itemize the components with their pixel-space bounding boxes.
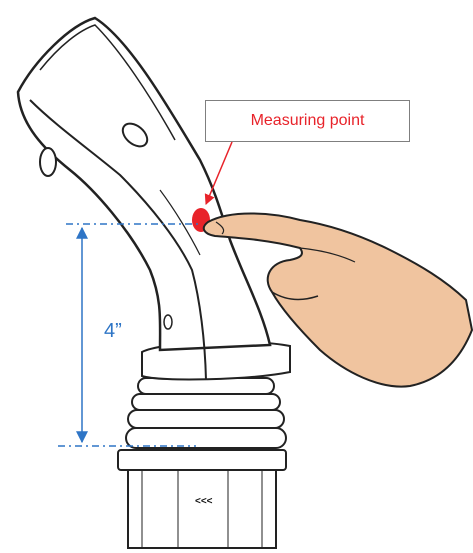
grip-side-line [159, 189, 201, 256]
joystick-grip [16, 16, 272, 352]
measuring-point-callout: Measuring point [205, 100, 410, 142]
grip-contour [29, 99, 207, 381]
joystick-base [117, 449, 287, 549]
grip-hole-icon [163, 314, 173, 330]
grip-top-ridge [39, 24, 176, 141]
rubber-boot [125, 377, 287, 449]
callout-arrow [204, 141, 233, 205]
thumb-button-icon [121, 122, 149, 148]
side-button-icon [39, 147, 57, 177]
callout-text: Measuring point [250, 112, 365, 129]
hand-illustration [202, 212, 473, 388]
dimension-label: 4” [104, 320, 122, 342]
base-marking: <<< [195, 496, 213, 507]
